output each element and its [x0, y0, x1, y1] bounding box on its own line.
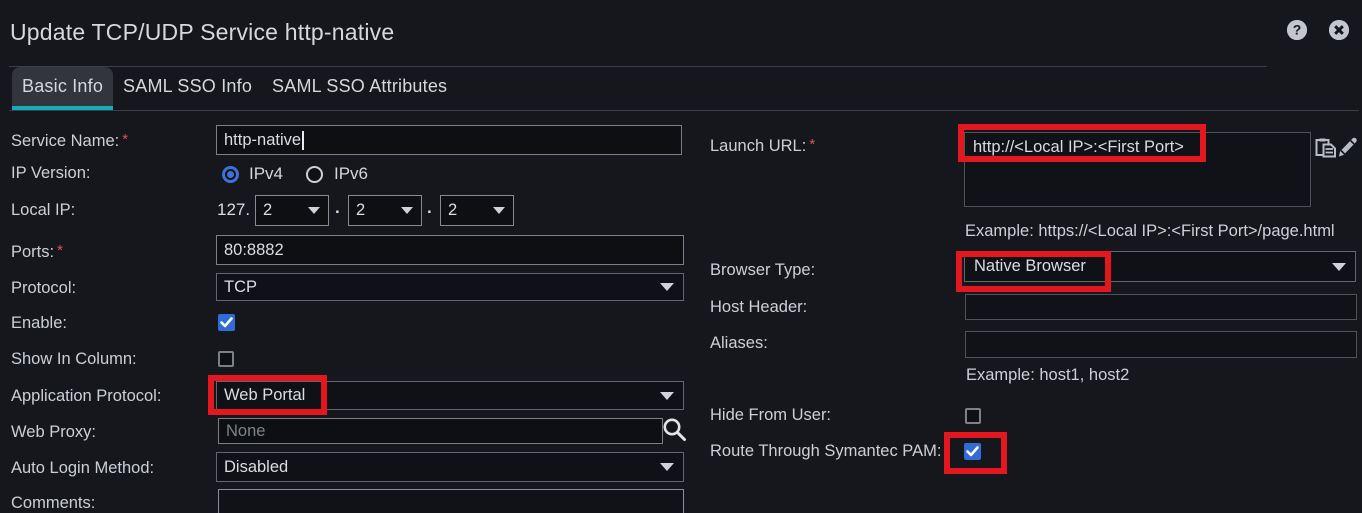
local-ip-octet-3-select[interactable]: 2 [348, 195, 422, 226]
auto-login-method-select[interactable]: Disabled [216, 452, 684, 482]
header-divider [9, 66, 1267, 67]
ports-input[interactable]: 80:8882 [216, 235, 684, 265]
help-button[interactable]: ? [1287, 20, 1307, 40]
ipv6-radio[interactable] [306, 166, 323, 183]
close-icon [1329, 20, 1349, 40]
required-asterisk: * [122, 131, 129, 148]
close-button[interactable] [1329, 20, 1349, 40]
local-ip-label: Local IP: [11, 201, 76, 219]
route-through-pam-label: Route Through Symantec PAM: [710, 442, 942, 460]
chevron-down-icon [401, 206, 413, 214]
launch-url-label: Launch URL:* [710, 136, 816, 155]
aliases-input[interactable] [965, 331, 1357, 358]
protocol-select[interactable]: TCP [216, 273, 684, 301]
ipv4-radio[interactable] [222, 166, 239, 183]
required-asterisk: * [57, 242, 63, 259]
browser-type-select[interactable]: Native Browser [964, 251, 1356, 282]
required-asterisk: * [809, 136, 816, 153]
browser-type-label: Browser Type: [710, 261, 816, 279]
ip-version-label: IP Version: [11, 164, 91, 182]
check-icon [220, 317, 233, 328]
application-protocol-select[interactable]: Web Portal [216, 381, 684, 410]
aliases-label: Aliases: [710, 334, 768, 352]
tabbar-divider [9, 110, 1359, 111]
tab-saml-sso-attributes[interactable]: SAML SSO Attributes [272, 76, 448, 96]
text-caret [302, 130, 304, 150]
local-ip-octet-4-select[interactable]: 2 [440, 195, 514, 226]
ports-label: Ports:* [11, 242, 63, 261]
launch-url-hint: Example: https://<Local IP>:<First Port>… [965, 222, 1335, 240]
enable-checkbox[interactable] [218, 314, 235, 331]
comments-textarea[interactable] [218, 489, 684, 513]
comments-label: Comments: [11, 494, 96, 512]
chevron-down-icon [308, 206, 320, 214]
host-header-label: Host Header: [710, 298, 808, 316]
question-mark-icon: ? [1287, 20, 1307, 40]
tab-basic-info[interactable]: Basic Info [12, 67, 114, 110]
application-protocol-label: Application Protocol: [11, 387, 162, 405]
tab-saml-sso-info[interactable]: SAML SSO Info [123, 76, 253, 96]
octet-separator: . [427, 198, 432, 217]
launch-url-textarea[interactable]: http://<Local IP>:<First Port> [964, 132, 1311, 207]
check-icon [966, 446, 979, 457]
show-in-column-label: Show In Column: [11, 350, 137, 368]
show-in-column-checkbox[interactable] [218, 351, 234, 367]
service-name-label: Service Name:* [11, 131, 129, 150]
chevron-down-icon [660, 283, 674, 291]
edit-pencil-icon[interactable] [1337, 135, 1358, 158]
ipv6-radio-label: IPv6 [334, 164, 369, 183]
chevron-down-icon [660, 391, 674, 400]
local-ip-octet-2-select[interactable]: 2 [255, 195, 329, 226]
enable-label: Enable: [11, 314, 67, 332]
hide-from-user-label: Hide From User: [710, 406, 832, 424]
copy-icon[interactable] [1315, 137, 1337, 158]
chevron-down-icon [493, 206, 505, 214]
hide-from-user-checkbox[interactable] [965, 408, 981, 424]
auto-login-method-label: Auto Login Method: [11, 459, 155, 477]
host-header-input[interactable] [965, 294, 1357, 320]
web-proxy-label: Web Proxy: [11, 423, 96, 441]
web-proxy-input[interactable]: None [218, 418, 663, 444]
route-through-pam-checkbox[interactable] [964, 443, 981, 460]
protocol-label: Protocol: [11, 279, 77, 297]
svg-text:?: ? [1293, 22, 1302, 38]
dialog-title: Update TCP/UDP Service http-native [10, 19, 395, 45]
chevron-down-icon [660, 463, 674, 471]
tab-bar: Basic Info SAML SSO Info SAML SSO Attrib… [12, 67, 457, 110]
service-name-input[interactable]: http-native [216, 125, 682, 155]
local-ip-prefix: 127. [217, 200, 251, 219]
octet-separator: . [335, 198, 340, 217]
search-icon[interactable] [661, 413, 691, 443]
aliases-hint: Example: host1, host2 [966, 366, 1130, 384]
chevron-down-icon [1332, 262, 1346, 271]
ipv4-radio-label: IPv4 [249, 164, 284, 183]
